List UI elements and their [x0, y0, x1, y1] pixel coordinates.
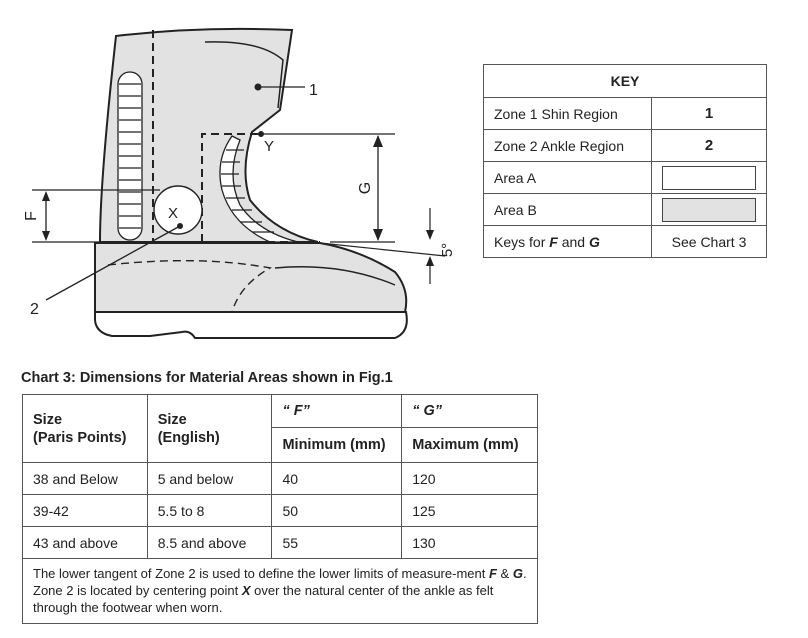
cell-f-min: 40	[271, 462, 403, 495]
boot-seam	[107, 259, 273, 313]
zone2-label: 2	[30, 301, 39, 318]
header-f: “ F”	[271, 394, 403, 428]
angle-arrow-top	[426, 230, 434, 240]
cell-english: 5 and below	[146, 462, 273, 495]
key-label: Keys for F and G	[483, 225, 652, 258]
rear-accordion	[117, 71, 143, 241]
ankle-circle	[153, 185, 203, 235]
zone1-label: 1	[309, 82, 318, 99]
boot-diagram: 1 2 Y X F G 5°	[23, 27, 456, 339]
header-size-english-line1: Size	[157, 411, 187, 428]
cell-f-min: 55	[271, 526, 403, 559]
table-row: 38 and Below 5 and below 40 120	[22, 462, 538, 495]
key-row-area-b: Area B	[483, 193, 767, 226]
point-x-label: X	[168, 205, 178, 222]
note-row: The lower tangent of Zone 2 is used to d…	[22, 558, 538, 624]
key-value: 2	[651, 129, 767, 162]
cell-english: 5.5 to 8	[146, 494, 273, 527]
g-arrow-top	[373, 135, 383, 147]
boot-flap	[204, 41, 284, 109]
note-g: G	[512, 566, 523, 581]
point-y-label: Y	[264, 138, 274, 155]
f-arrow-top	[42, 191, 50, 201]
header-g: “ G”	[401, 394, 538, 428]
key-value: See Chart 3	[651, 225, 767, 258]
table-row: 43 and above 8.5 and above 55 130	[22, 526, 538, 559]
header-size-english-line2: (English)	[157, 429, 220, 446]
note-x: X	[241, 583, 251, 598]
angle-line	[319, 242, 446, 257]
key-row-zone1: Zone 1 Shin Region 1	[483, 97, 767, 130]
cell-english: 8.5 and above	[146, 526, 273, 559]
note-text: The lower tangent of Zone 2 is used to d…	[33, 566, 489, 581]
key-table: KEY Zone 1 Shin Region 1 Zone 2 Ankle Re…	[483, 64, 767, 258]
cell-f-min: 50	[271, 494, 403, 527]
table-row: 39-42 5.5 to 8 50 125	[22, 494, 538, 527]
boot-sole	[94, 311, 408, 339]
cell-g-max: 125	[401, 494, 538, 527]
point-y-dot	[258, 131, 264, 137]
zone2-leader	[45, 225, 181, 301]
zone2-outline	[201, 133, 262, 242]
header-min: Minimum (mm)	[271, 427, 403, 463]
key-label-and: and	[557, 233, 589, 250]
area-a-swatch	[662, 165, 756, 190]
boot-toe-line	[274, 266, 396, 286]
cell-g-max: 130	[401, 526, 538, 559]
g-arrow-bottom	[373, 229, 383, 241]
dim-g-label: G	[357, 182, 374, 194]
header-max: Maximum (mm)	[401, 427, 538, 463]
chart3-table: Size (Paris Points) Size (English) “ F” …	[22, 394, 538, 624]
key-label: Zone 1 Shin Region	[483, 97, 652, 130]
key-label-prefix: Keys for	[494, 233, 550, 250]
dim-f-label: F	[23, 211, 40, 221]
header-size-english: Size (English)	[146, 394, 273, 463]
note-f: F	[488, 566, 497, 581]
area-b-swatch	[662, 197, 756, 222]
header-size-paris-line1: Size	[33, 411, 63, 428]
key-row-zone2: Zone 2 Ankle Region 2	[483, 129, 767, 162]
key-label-g: G	[588, 233, 600, 250]
key-value: 1	[651, 97, 767, 130]
header-size-paris-line2: (Paris Points)	[33, 429, 127, 446]
boot-foot	[94, 242, 408, 313]
note-text: &	[496, 566, 513, 581]
header-size-paris: Size (Paris Points)	[22, 394, 148, 463]
cell-g-max: 120	[401, 462, 538, 495]
note-text: over the natural center of the ankle as …	[33, 583, 494, 615]
cell-paris: 38 and Below	[22, 462, 148, 495]
key-label-f: F	[549, 233, 558, 250]
chart3-title: Chart 3: Dimensions for Material Areas s…	[21, 370, 393, 386]
boot-shaft	[98, 27, 319, 243]
chart3-note: The lower tangent of Zone 2 is used to d…	[22, 558, 538, 624]
key-row-area-a: Area A	[483, 161, 767, 194]
key-label: Area A	[483, 161, 652, 194]
key-row-keys: Keys for F and G See Chart 3	[483, 225, 767, 258]
cell-paris: 43 and above	[22, 526, 148, 559]
key-title: KEY	[483, 64, 767, 98]
angle-arrow-bottom	[426, 256, 434, 266]
note-text: . Zone 2 is located by centering point	[33, 566, 527, 598]
cell-paris: 39-42	[22, 494, 148, 527]
angle-label: 5°	[439, 243, 456, 257]
key-label: Zone 2 Ankle Region	[483, 129, 652, 162]
key-label: Area B	[483, 193, 652, 226]
f-arrow-bottom	[42, 231, 50, 241]
